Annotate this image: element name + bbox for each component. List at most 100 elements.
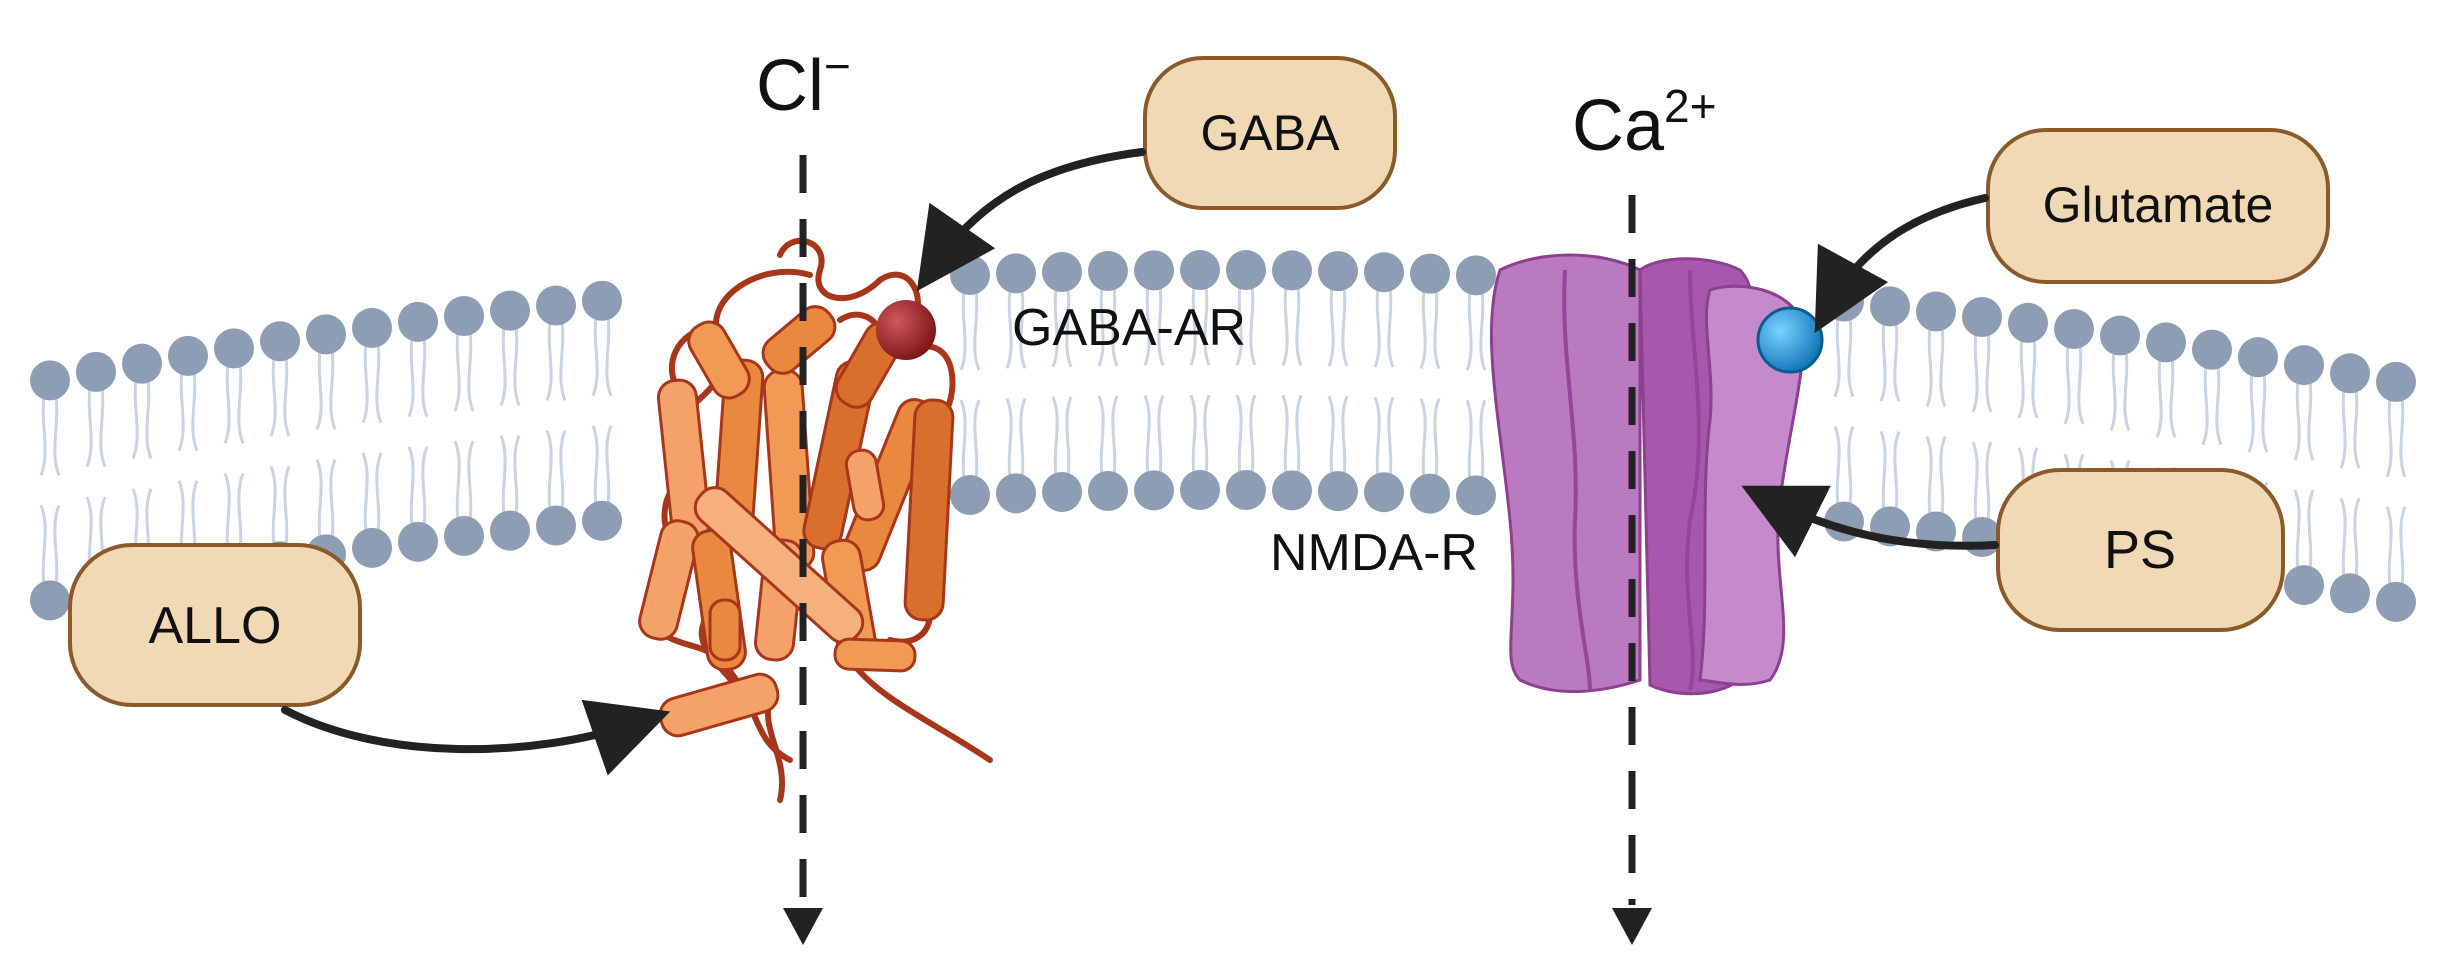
lipid-tail <box>361 337 369 424</box>
lipid-tail <box>1097 395 1105 482</box>
lipid-tail <box>223 358 231 444</box>
lipid-tail <box>237 358 245 444</box>
lipid-tail <box>329 458 337 545</box>
lipid-tail <box>1893 316 1901 402</box>
lipid-tail <box>559 315 567 402</box>
lipid-tail <box>513 435 521 521</box>
lipid-head <box>2376 361 2416 402</box>
lipid-tail <box>1893 430 1901 517</box>
gaba-a-receptor <box>638 237 993 803</box>
lipid-head <box>1042 471 1082 512</box>
lipid-head <box>1456 475 1496 516</box>
lipid-tail <box>1051 396 1059 483</box>
lipid-tail <box>545 315 553 402</box>
lipid-tail <box>1249 394 1257 481</box>
lipid-head <box>398 521 438 562</box>
lipid-tail <box>2339 383 2347 469</box>
lipid-tail <box>2077 338 2085 425</box>
lipid-tail <box>1157 280 1165 366</box>
lipid-head <box>1088 250 1128 291</box>
lipid-tail <box>2031 332 2039 419</box>
lipid-tail <box>315 344 323 430</box>
glutamate-binding-site <box>1756 306 1824 374</box>
lipid-tail <box>1235 279 1243 366</box>
lipid-head <box>2146 322 2186 363</box>
lipid-tail <box>2215 359 2223 446</box>
lipid-head <box>1318 471 1358 512</box>
lipid-tail <box>2339 497 2347 584</box>
lipid-tail <box>39 390 47 476</box>
lipid-tail <box>283 350 291 437</box>
lipid-tail <box>1387 281 1395 368</box>
lipid-tail <box>1373 396 1381 483</box>
lipid-tail <box>2385 506 2393 593</box>
lipid-head <box>2100 315 2140 356</box>
lipid-tail <box>407 446 415 533</box>
lipid-tail <box>1879 316 1887 402</box>
modulator-arrows <box>281 148 1999 776</box>
lipid-tail <box>2293 489 2301 576</box>
lipid-tail <box>499 435 507 521</box>
chloride-ion-label: Cl− <box>756 40 851 126</box>
lipid-tail <box>2399 506 2407 593</box>
lipid-tail <box>1985 441 1993 528</box>
lipid-head <box>444 296 484 337</box>
lipid-head <box>536 285 576 326</box>
lipid-tail <box>467 325 475 412</box>
lipid-tail <box>1341 280 1349 367</box>
lipid-tail <box>2123 345 2131 432</box>
lipid-head <box>2330 573 2370 614</box>
lipid-head <box>260 321 300 362</box>
gaba-binding-site <box>876 300 936 360</box>
lipid-head <box>2284 345 2324 386</box>
lipid-head <box>996 253 1036 294</box>
lipid-head <box>1364 472 1404 513</box>
lipid-tail <box>2307 374 2315 461</box>
lipid-tail <box>2169 352 2177 438</box>
lipid-head <box>398 301 438 342</box>
lipid-tail <box>591 425 599 512</box>
lipid-tail <box>191 365 199 452</box>
lipid-tail <box>1143 394 1151 481</box>
chloride-flow <box>783 155 823 945</box>
lipid-tail <box>1065 281 1073 368</box>
gaba-label: GABA <box>1201 105 1341 161</box>
lipid-head <box>1962 297 2002 338</box>
lipid-tail <box>453 325 461 412</box>
lipid-tail <box>1479 399 1487 486</box>
lipid-tail <box>1051 281 1059 368</box>
lipid-tail <box>53 504 61 591</box>
lipid-tail <box>1189 279 1197 366</box>
lipid-tail <box>375 337 383 424</box>
lipid-tail <box>1939 321 1947 408</box>
lipid-tail <box>1281 280 1289 366</box>
lipid-head <box>1272 250 1312 291</box>
lipid-head <box>1226 250 1266 291</box>
lipid-tail <box>453 440 461 527</box>
lipid-tail <box>269 465 277 552</box>
allo-arrow <box>281 699 671 776</box>
lipid-head <box>582 280 622 321</box>
lipid-tail <box>2385 391 2393 478</box>
lipid-head <box>2008 302 2048 343</box>
lipid-tail <box>1879 430 1887 517</box>
lipid-tail <box>1005 283 1013 369</box>
lipid-head <box>352 527 392 568</box>
lipid-tail <box>1005 397 1013 484</box>
lipid-head <box>352 307 392 348</box>
lipid-head <box>2284 565 2324 606</box>
lipid-tail <box>1479 285 1487 371</box>
lipid-head <box>1226 470 1266 511</box>
glutamate-arrow <box>1814 194 1989 334</box>
lipid-head <box>1088 470 1128 511</box>
lipid-tail <box>145 373 153 460</box>
lipid-tail <box>467 440 475 527</box>
lipid-tail <box>959 399 967 486</box>
lipid-head <box>2054 309 2094 350</box>
lipid-tail <box>1419 283 1427 370</box>
lipid-tail <box>131 373 139 460</box>
lipid-tail <box>2353 497 2361 584</box>
lipid-tail <box>1097 280 1105 367</box>
lipid-tail <box>1971 326 1979 413</box>
